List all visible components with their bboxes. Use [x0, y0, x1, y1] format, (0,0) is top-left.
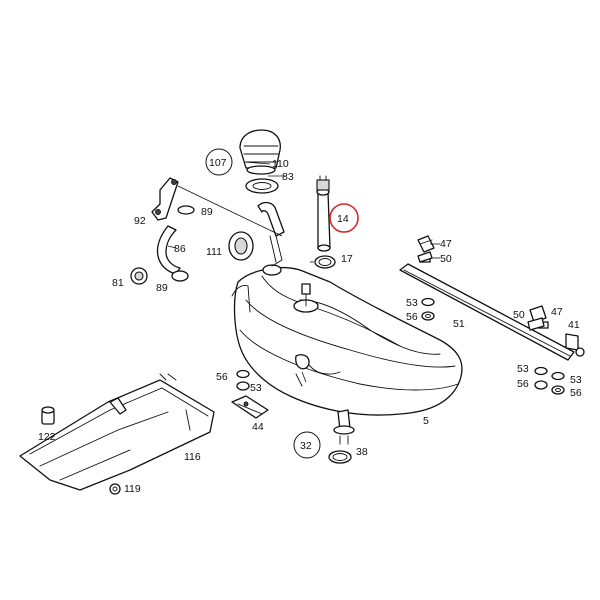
label-53a: 53 [406, 297, 418, 309]
bushing-122[interactable] [41, 406, 55, 425]
label-41: 41 [568, 319, 580, 331]
seal-38[interactable] [328, 450, 352, 464]
seal-111[interactable] [228, 231, 254, 261]
label-116: 116 [184, 451, 201, 463]
label-89a: 89 [201, 206, 213, 218]
label-83: 83 [282, 171, 294, 183]
label-110: 110 [272, 158, 289, 170]
washer-56-right-b[interactable] [534, 380, 548, 390]
label-56a: 56 [406, 311, 418, 323]
label-47a: 47 [440, 238, 452, 250]
label-44: 44 [252, 421, 264, 433]
nut-119[interactable] [109, 483, 121, 495]
washer-56-right[interactable] [551, 385, 565, 395]
label-17: 17 [341, 253, 353, 265]
label-81: 81 [112, 277, 124, 289]
label-56d: 56 [216, 371, 228, 383]
nut-53-mid[interactable] [421, 297, 435, 307]
label-89b: 89 [156, 282, 168, 294]
clamp-89-lower[interactable] [171, 270, 189, 282]
sender-unit-32[interactable] [333, 409, 355, 445]
stud-pin [295, 373, 303, 387]
label-5: 5 [423, 415, 429, 427]
clip-50-right[interactable] [527, 317, 545, 331]
nut-53-right-b[interactable] [534, 366, 548, 376]
vent-pipe[interactable] [257, 201, 285, 267]
label-111: 111 [206, 246, 222, 258]
label-92: 92 [134, 215, 146, 227]
label-107: 107 [209, 157, 227, 169]
washer-56-left[interactable] [236, 381, 250, 391]
washer-56-mid[interactable] [421, 311, 435, 321]
guard-116[interactable] [19, 373, 215, 491]
mount-41[interactable] [565, 333, 585, 357]
label-50a: 50 [440, 253, 452, 265]
label-51: 51 [453, 318, 465, 330]
callout-circle-14-highlight [329, 203, 359, 233]
label-32: 32 [300, 440, 312, 452]
label-53b: 53 [517, 363, 529, 375]
callout-circle-107 [205, 148, 233, 176]
label-47b: 47 [551, 306, 563, 318]
label-86: 86 [174, 243, 186, 255]
label-38: 38 [356, 446, 368, 458]
clamp-89-upper[interactable] [177, 205, 195, 215]
filler-boot[interactable] [239, 129, 281, 175]
grommet-81[interactable] [130, 267, 148, 285]
label-56c: 56 [570, 387, 582, 399]
label-53c: 53 [570, 374, 582, 386]
nut-53-left[interactable] [236, 369, 250, 379]
grommet-83[interactable] [245, 178, 279, 194]
label-14: 14 [337, 213, 349, 225]
filler-ring-17[interactable] [314, 255, 336, 269]
nut-53-right[interactable] [551, 371, 565, 381]
label-50b: 50 [513, 309, 525, 321]
hose-86[interactable] [156, 225, 181, 275]
bracket-92[interactable] [151, 177, 179, 221]
bolt-47-top[interactable] [417, 235, 435, 253]
label-119: 119 [124, 483, 141, 495]
fuel-tank[interactable] [231, 264, 463, 416]
bracket-44[interactable] [231, 395, 269, 419]
filler-neck[interactable] [316, 175, 331, 252]
label-53d: 53 [250, 382, 262, 394]
label-56b: 56 [517, 378, 529, 390]
callout-circle-32 [293, 431, 321, 459]
label-122: 122 [38, 431, 56, 443]
